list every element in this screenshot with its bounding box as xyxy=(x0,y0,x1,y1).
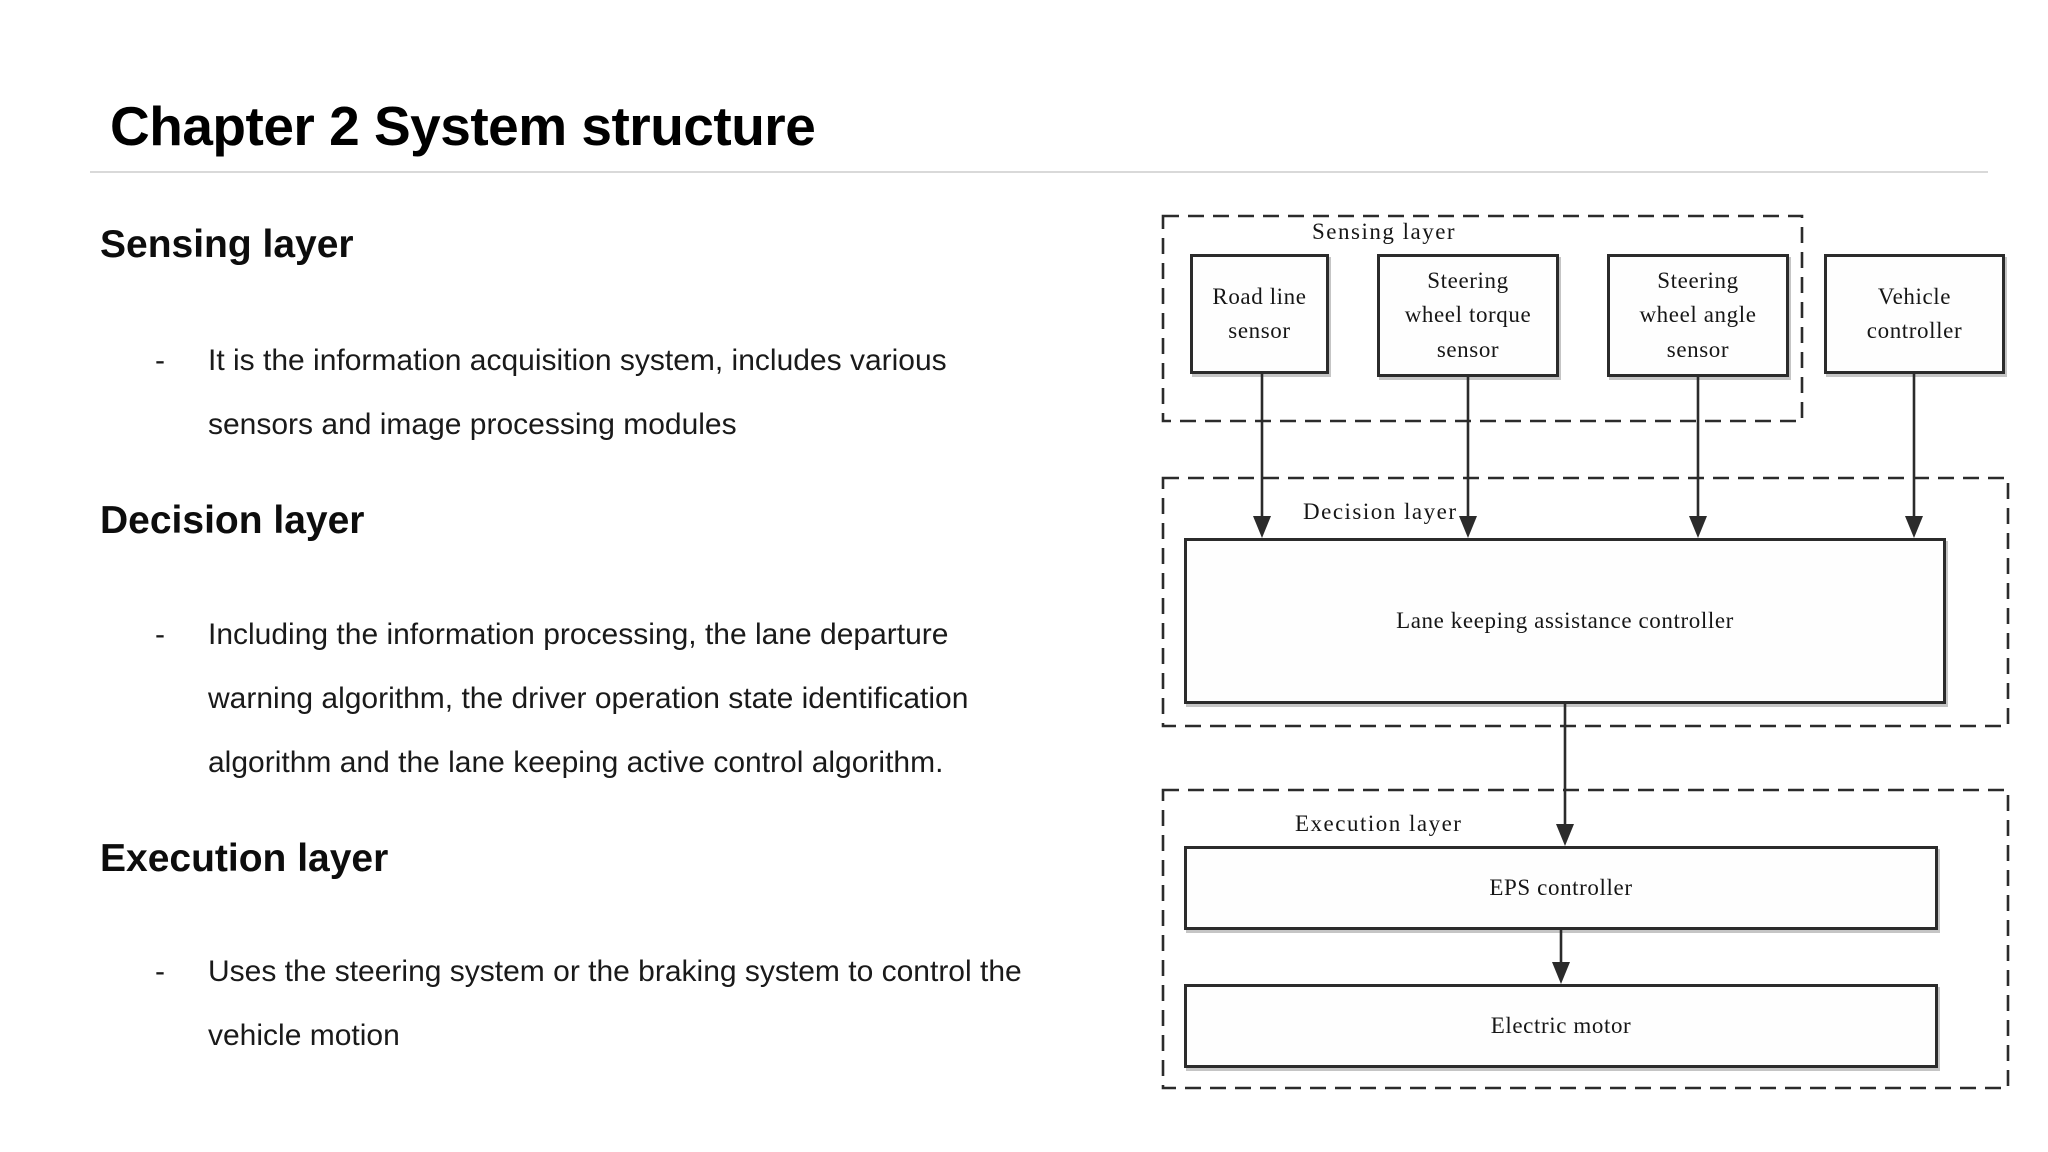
bullet-line: Including the information processing, th… xyxy=(208,618,949,651)
sensing-layer-label: Sensing layer xyxy=(1312,219,1457,244)
box-steering-wheel-torque-sensor: Steering wheel torque sensor xyxy=(1377,254,1559,377)
bullet-line: It is the information acquisition system… xyxy=(208,344,947,377)
box-vehicle-controller: Vehicle controller xyxy=(1824,254,2005,374)
arrow-road-line-sensor-to-lane-keeping xyxy=(1253,374,1271,538)
bullet-text: Including the information processing, th… xyxy=(208,603,968,795)
execution-layer-label: Execution layer xyxy=(1295,811,1463,836)
arrow-angle-sensor-to-lane-keeping xyxy=(1689,377,1707,538)
section-heading-sensing-layer: Sensing layer xyxy=(100,223,354,266)
box-road-line-sensor: Road line sensor xyxy=(1190,254,1329,374)
bullet-execution-layer: - Uses the steering system or the brakin… xyxy=(155,940,1022,1068)
decision-layer-label: Decision layer xyxy=(1303,499,1458,524)
arrow-head xyxy=(1552,962,1570,984)
box-label: EPS controller xyxy=(1489,874,1633,900)
box-label: Road line sensor xyxy=(1212,283,1307,344)
bullet-line: Uses the steering system or the braking … xyxy=(208,955,1022,988)
arrow-lane-keeping-to-eps-controller xyxy=(1556,704,1574,846)
arrow-vehicle-controller-to-lane-keeping xyxy=(1905,374,1923,538)
box-electric-motor: Electric motor xyxy=(1184,984,1938,1068)
bullet-line: vehicle motion xyxy=(208,1019,400,1052)
title-divider xyxy=(90,171,1988,173)
box-eps-controller: EPS controller xyxy=(1184,846,1938,930)
bullet-sensing-layer: - It is the information acquisition syst… xyxy=(155,329,947,457)
bullet-line: warning algorithm, the driver operation … xyxy=(208,682,969,715)
arrow-head xyxy=(1556,824,1574,846)
box-label: Lane keeping assistance controller xyxy=(1396,607,1734,633)
box-lane-keeping-assistance-controller: Lane keeping assistance controller xyxy=(1184,538,1946,704)
arrow-head xyxy=(1253,516,1271,538)
bullet-text: It is the information acquisition system… xyxy=(208,329,947,457)
bullet-marker: - xyxy=(155,618,165,651)
box-label: Electric motor xyxy=(1490,1012,1632,1038)
box-label: Steering wheel torque sensor xyxy=(1404,267,1532,362)
box-steering-wheel-angle-sensor: Steering wheel angle sensor xyxy=(1607,254,1789,377)
arrow-head xyxy=(1459,516,1477,538)
arrow-torque-sensor-to-lane-keeping xyxy=(1459,377,1477,538)
arrow-eps-controller-to-electric-motor xyxy=(1552,930,1570,984)
section-heading-decision-layer: Decision layer xyxy=(100,499,365,542)
box-label: Vehicle controller xyxy=(1866,283,1963,344)
bullet-marker: - xyxy=(155,344,165,377)
bullet-marker: - xyxy=(155,955,165,988)
section-heading-execution-layer: Execution layer xyxy=(100,837,389,880)
bullet-text: Uses the steering system or the braking … xyxy=(208,940,1022,1068)
bullet-line: algorithm and the lane keeping active co… xyxy=(208,746,944,779)
bullet-line: sensors and image processing modules xyxy=(208,408,737,441)
slide-title: Chapter 2 System structure xyxy=(110,95,816,157)
box-label: Steering wheel angle sensor xyxy=(1639,267,1757,362)
arrow-head xyxy=(1689,516,1707,538)
bullet-decision-layer: - Including the information processing, … xyxy=(155,603,968,795)
arrow-head xyxy=(1905,516,1923,538)
